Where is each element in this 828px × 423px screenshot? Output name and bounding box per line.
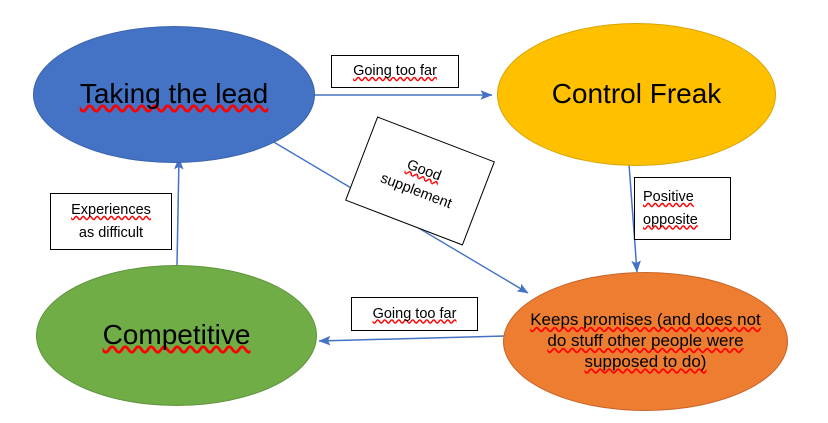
edge-competitive-to-taking-the-lead bbox=[173, 157, 184, 266]
node-control-freak[interactable]: Control Freak bbox=[497, 23, 776, 166]
node-competitive-label: Competitive bbox=[102, 319, 251, 351]
node-competitive[interactable]: Competitive bbox=[36, 265, 317, 406]
edge-label-going-too-far-bottom[interactable]: Going too far bbox=[351, 297, 478, 331]
node-keeps-promises[interactable]: Keeps promises (and does not do stuff ot… bbox=[503, 272, 788, 411]
edge-label-going-too-far-bottom-text: Going too far bbox=[372, 305, 457, 322]
edge-label-positive-opposite-lines: Positive opposite bbox=[643, 186, 698, 231]
edge-label-positive-opposite[interactable]: Positive opposite bbox=[634, 177, 731, 240]
node-taking-the-lead-label: Taking the lead bbox=[79, 78, 269, 110]
edge-label-experiences-as-difficult-line1: Experiences bbox=[71, 202, 151, 219]
edge-label-good-supplement[interactable]: Good supplement bbox=[345, 116, 495, 246]
edge-keeps-promises-to-competitive bbox=[318, 335, 506, 346]
edge-label-good-supplement-lines: Good supplement bbox=[377, 147, 463, 216]
node-control-freak-label: Control Freak bbox=[551, 78, 722, 110]
edge-label-experiences-as-difficult-line2: as difficult bbox=[78, 224, 144, 241]
edge-label-experiences-as-difficult[interactable]: Experiences as difficult bbox=[50, 193, 172, 250]
node-taking-the-lead[interactable]: Taking the lead bbox=[33, 26, 315, 163]
edge-label-experiences-as-difficult-lines: Experiences as difficult bbox=[71, 199, 151, 244]
edge-label-going-too-far-top[interactable]: Going too far bbox=[331, 55, 459, 88]
edge-label-positive-opposite-line2: opposite bbox=[643, 211, 698, 228]
edge-label-going-too-far-top-text: Going too far bbox=[353, 63, 437, 80]
node-keeps-promises-label: Keeps promises (and does not do stuff ot… bbox=[530, 310, 761, 371]
edge-label-positive-opposite-line1: Positive bbox=[643, 189, 694, 206]
